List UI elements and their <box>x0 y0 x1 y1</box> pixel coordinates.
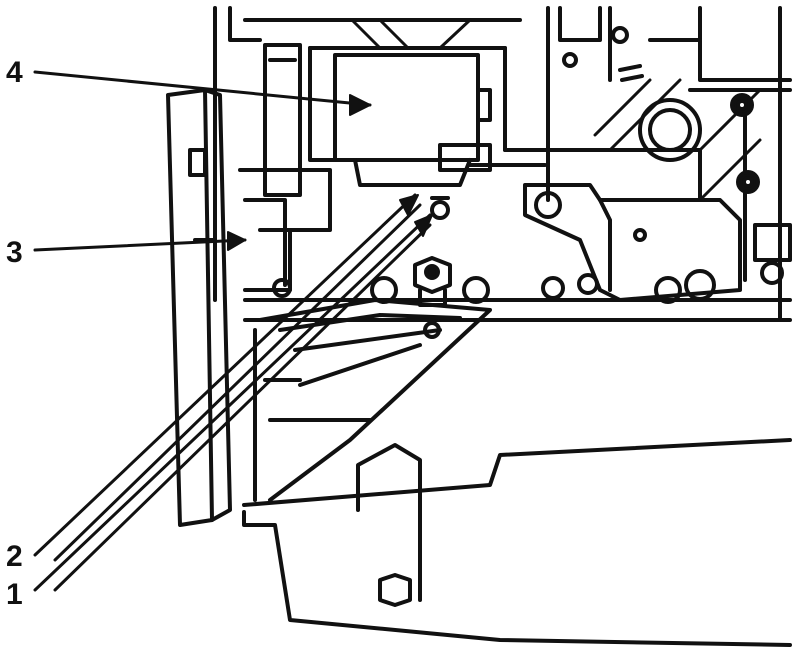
leader-line-4 <box>33 70 372 107</box>
leader-line-3 <box>33 238 247 252</box>
component-4-housing <box>263 43 492 197</box>
leader-line-1 <box>33 213 432 592</box>
callout-2: 2 <box>6 540 23 573</box>
hex-bolt <box>413 256 452 307</box>
round-boss <box>638 98 702 162</box>
arrow-head-3 <box>227 231 246 251</box>
right-fitting <box>753 223 792 285</box>
block-bolts <box>562 26 760 194</box>
callout-4: 4 <box>6 56 23 89</box>
adjuster-nut <box>430 196 450 220</box>
callout-3: 3 <box>6 236 23 269</box>
oil-pan <box>242 438 792 647</box>
arrow-heads <box>227 94 433 251</box>
arrow-head-1 <box>414 214 433 237</box>
leader-line-2 <box>33 193 417 557</box>
arrow-head-4 <box>349 94 371 116</box>
callout-1: 1 <box>6 578 23 611</box>
pulley-damper <box>166 88 232 527</box>
component-3-bracket <box>238 168 332 292</box>
bracket-plate <box>523 183 742 302</box>
arrow-head-2 <box>399 194 419 216</box>
leader-lines <box>33 70 432 592</box>
